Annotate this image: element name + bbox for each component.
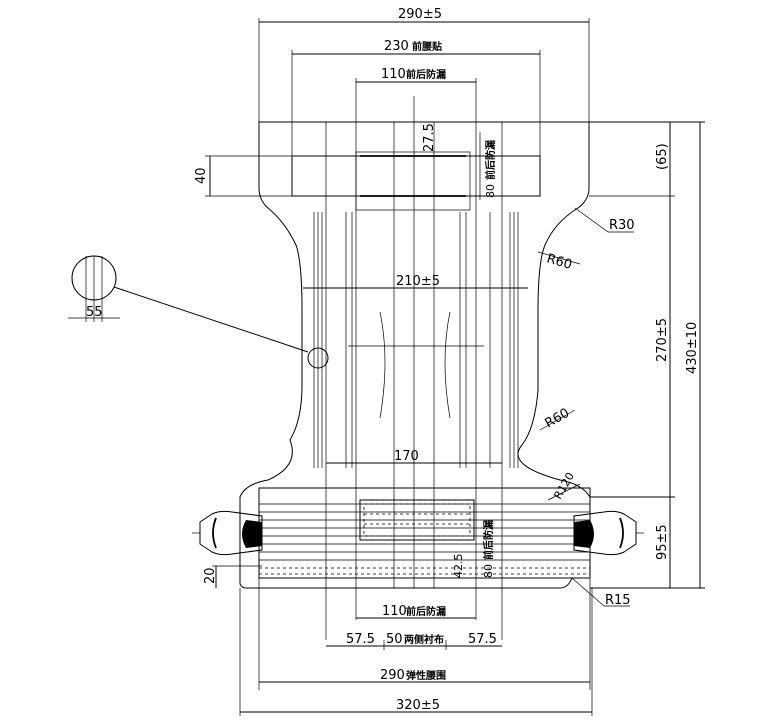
back-leak-patch — [359, 499, 475, 541]
dim-65: (65) — [655, 143, 670, 170]
dim-110-bottom-label: 前后防漏 — [406, 605, 446, 618]
dim-230: 230 — [384, 39, 409, 54]
diaper-outline — [239, 121, 591, 589]
right-side-tab — [573, 510, 637, 556]
dim-110-bottom: 110 — [382, 604, 407, 619]
dim-110-top: 110 — [381, 67, 406, 82]
dim-57-5-left: 57.5 — [346, 632, 375, 647]
dim-57-5-right: 57.5 — [468, 632, 497, 647]
dim-270: 270±5 — [655, 318, 670, 362]
dim-r60-upper: R60 — [545, 251, 574, 272]
dim-r30: R30 — [609, 218, 635, 233]
dim-50-label: 两侧衬布 — [404, 633, 444, 646]
dim-40: 40 — [194, 167, 209, 184]
dim-r60-lower: R60 — [543, 406, 573, 432]
dim-27-5: 27.5 — [422, 123, 437, 152]
dim-320: 320±5 — [396, 698, 440, 713]
dim-210: 210±5 — [396, 274, 440, 289]
front-waist-tape — [291, 155, 541, 197]
dim-55: 55 — [86, 305, 103, 320]
dim-80-top: 80 — [484, 184, 497, 198]
dim-95: 95±5 — [655, 524, 670, 560]
dim-110-top-label: 前后防漏 — [406, 68, 446, 81]
dim-290-bottom: 290 — [380, 668, 405, 683]
dim-290-bottom-label: 弹性腰围 — [406, 669, 446, 682]
dim-80-bottom-label: 前后防漏 — [482, 520, 495, 560]
detail-point — [307, 347, 329, 369]
dim-20: 20 — [203, 567, 218, 584]
dim-80-top-label: 前后防漏 — [484, 140, 497, 180]
dim-50: 50 — [386, 632, 403, 647]
dim-290: 290±5 — [398, 7, 442, 22]
dim-430: 430±10 — [685, 322, 700, 374]
dim-r120: R120 — [551, 470, 577, 501]
left-side-tab — [199, 510, 263, 556]
dim-42-5: 42.5 — [452, 554, 465, 579]
back-waist-band — [258, 487, 591, 579]
dim-230-label: 前腰贴 — [412, 40, 442, 53]
dim-80-bottom: 80 — [482, 564, 495, 578]
front-leak-patch — [355, 151, 471, 211]
dim-170: 170 — [394, 449, 419, 464]
dim-r15: R15 — [605, 593, 631, 608]
